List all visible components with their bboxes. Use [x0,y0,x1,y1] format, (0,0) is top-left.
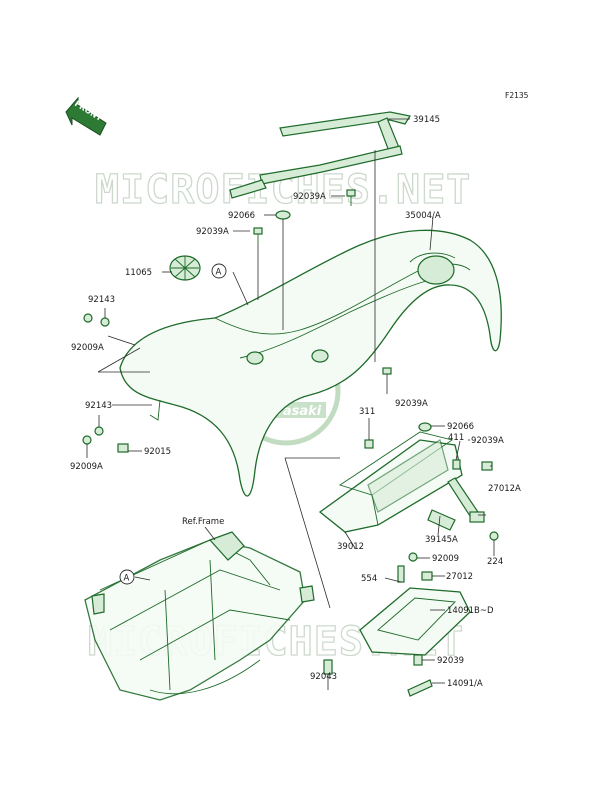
label-92009A-top: 92009A [71,343,104,353]
label-39145A: 39145A [425,535,458,545]
fastener-92039A-top [346,189,356,206]
label-27012A: 27012A [488,484,521,494]
front-arrow-icon: FRONT [65,96,107,136]
ref-marker-a-top-label: A [216,268,222,278]
fastener-92039A-mid [382,367,392,375]
label-35004A: 35004/A [405,211,441,221]
label-92039A-left: 92039A [196,227,229,237]
reflector-11065 [169,255,201,281]
ref-frame-label: Ref.Frame [182,517,224,527]
part-labels: 39145 92039A 92066 35004/A 92039A 11065 … [70,115,521,689]
label-92066-top: 92066 [228,211,255,221]
label-311: 311 [359,407,375,417]
label-39012: 39012 [337,542,364,552]
label-92066-mid: 92066 [447,422,474,432]
label-224: 224 [487,557,503,567]
label-11065: 11065 [125,268,152,278]
ref-marker-a-bottom-label: A [124,574,130,584]
label-27012: 27012 [446,572,473,582]
strip-39145A [427,477,479,531]
trim-strip-39145 [229,111,411,199]
label-14091BD: 14091B~D [447,606,494,616]
lid-14091BD [359,587,471,656]
label-92009A-bot: 92009A [70,462,103,472]
label-14091A: 14091/A [447,679,483,689]
clip-92066-top [275,210,291,220]
screw-92009A-bot [82,435,92,445]
storage-box-39012 [318,431,463,533]
label-92039A-mid: 92039A [395,399,428,409]
ref-marker-a-top: A [211,263,227,279]
label-92039A-top: 92039A [293,192,326,202]
fastener-92039A-left [253,227,263,244]
screw-92009A-top [83,313,93,323]
nut-92015 [117,443,129,453]
label-92039: 92039 [437,656,464,666]
label-92039A-right: 92039A [471,436,504,446]
leader-lines [86,118,495,690]
label-92009: 92009 [432,554,459,564]
label-92015: 92015 [144,447,171,457]
label-92143-bot: 92143 [85,401,112,411]
front-fender-35004 [119,229,502,497]
label-39145: 39145 [413,115,440,125]
washer-92143-bot [94,426,104,436]
label-411: 411 [448,433,464,443]
ref-frame [84,531,315,701]
ref-marker-a-bottom: A [119,569,135,585]
washer-92143-top [100,317,110,327]
label-92043: 92043 [310,672,337,682]
latch-27012A [469,511,499,541]
label-554: 554 [361,574,377,584]
figure-code: F2135 [505,91,529,100]
label-92143-top: 92143 [88,295,115,305]
